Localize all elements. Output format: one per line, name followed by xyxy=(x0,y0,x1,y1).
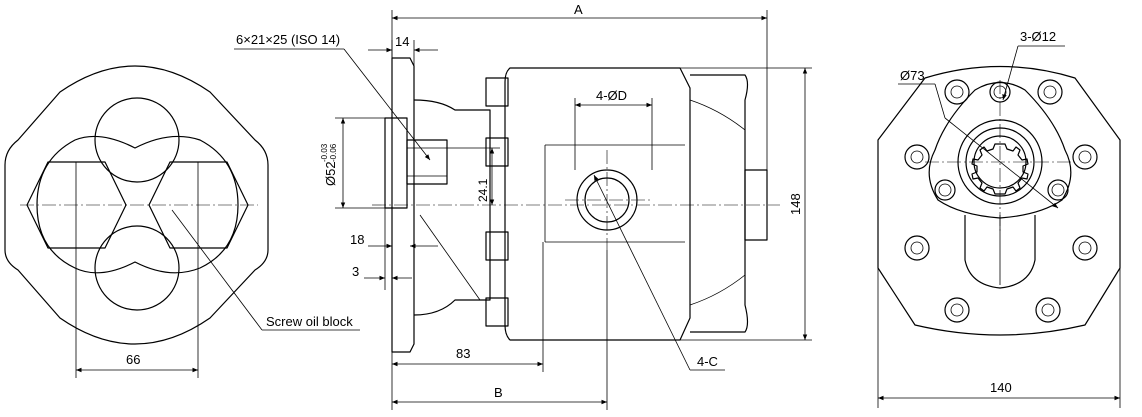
bolt-br-inner xyxy=(1041,303,1055,317)
dim-a-label: A xyxy=(574,2,583,17)
rear-cap-curve-top xyxy=(689,99,746,131)
rear-boss xyxy=(744,169,768,241)
port-d-label: 4-ØD xyxy=(596,88,627,103)
left-leader-screw-oil xyxy=(171,209,263,331)
flange-hole-right xyxy=(1047,179,1069,201)
spline-leader xyxy=(343,48,431,161)
body-bolt-1 xyxy=(485,77,509,107)
bolt-tl xyxy=(944,79,970,105)
right-flange-plate xyxy=(928,81,1072,219)
bolt-ll-inner xyxy=(910,241,924,255)
screw-oil-block-label: Screw oil block xyxy=(266,314,353,329)
main-body xyxy=(504,67,691,341)
port-c-label: 4-C xyxy=(697,354,718,369)
bolt-lr xyxy=(1072,235,1098,261)
outer-bolts xyxy=(904,79,1098,323)
bolt-holes-leader xyxy=(1002,45,1019,101)
bolt-ml xyxy=(904,144,930,170)
flange-hole-left-inner xyxy=(938,183,952,197)
dim-b-label: B xyxy=(494,385,503,400)
flange-hole-right-inner xyxy=(1051,183,1065,197)
dim-18-label: 18 xyxy=(350,232,364,247)
dim-3-label: 3 xyxy=(352,264,359,279)
dim-148-label: 148 xyxy=(788,193,803,215)
right-body-outline xyxy=(877,65,1121,336)
rear-cap-curve-bottom xyxy=(689,274,746,306)
bolt-lr-inner xyxy=(1078,241,1092,255)
flange-hole-left xyxy=(934,179,956,201)
neck-upper xyxy=(413,99,491,316)
dim-140-label: 140 xyxy=(990,380,1012,395)
dim-66-label: 66 xyxy=(126,352,140,367)
body-bolt-2 xyxy=(485,137,509,167)
middle-side-view: A 14 6×21×25 (ISO 14) Ø52 -0.03 -0.06 18… xyxy=(234,2,812,410)
bolt-tl-inner xyxy=(950,85,964,99)
pilot-dia-label: Ø52 xyxy=(323,161,338,186)
pilot-tol-upper: -0.03 xyxy=(320,143,329,162)
left-end-view: Screw oil block 66 xyxy=(4,65,360,378)
bolt-mr-inner xyxy=(1078,150,1092,164)
bolt-circle-label: Ø73 xyxy=(900,68,925,83)
body-bolt-3 xyxy=(485,231,509,261)
bolt-ml-inner xyxy=(910,150,924,164)
left-body-outline xyxy=(4,65,269,345)
bolt-bl xyxy=(944,297,970,323)
bolt-ll xyxy=(904,235,930,261)
rear-cap xyxy=(690,74,749,333)
dim-83-label: 83 xyxy=(456,346,470,361)
neck-curve xyxy=(419,214,481,301)
bolt-circle-diameter xyxy=(944,117,1059,209)
right-flange-view: Ø73 3-Ø12 140 xyxy=(877,29,1121,408)
dim-14-label: 14 xyxy=(395,34,409,49)
body-bolt-4 xyxy=(485,297,509,327)
bolt-mr xyxy=(1072,144,1098,170)
right-lower-lobe xyxy=(964,215,1036,289)
left-bore-bottom xyxy=(94,225,180,311)
bolt-bl-inner xyxy=(950,303,964,317)
bolt-tr-inner xyxy=(1043,85,1057,99)
left-bore-top xyxy=(94,97,180,183)
bolt-tr xyxy=(1037,79,1063,105)
bolt-holes-label: 3-Ø12 xyxy=(1020,29,1056,44)
pilot-hub xyxy=(384,117,408,209)
left-inner-figure8 xyxy=(36,135,239,274)
bolt-br xyxy=(1035,297,1061,323)
spline-shaft xyxy=(406,139,448,185)
pilot-tol-lower: -0.06 xyxy=(329,143,338,162)
spline-label: 6×21×25 (ISO 14) xyxy=(236,32,340,47)
dim-24-1-label: 24.1 xyxy=(476,178,490,202)
bolt-circle-leader xyxy=(934,83,946,119)
port-c-leader xyxy=(593,174,691,371)
